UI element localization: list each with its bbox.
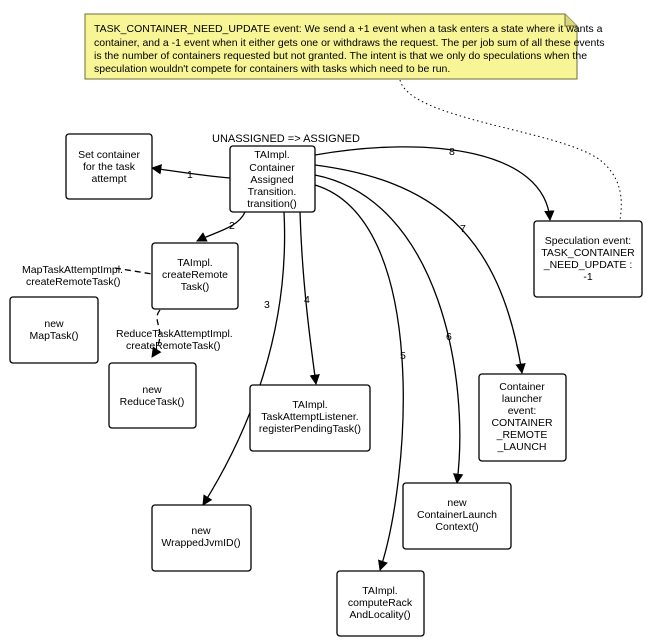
node-create-remote-line-2: createRemote: [162, 269, 228, 281]
note-line-2: container, and a -1 event when it either…: [94, 37, 605, 49]
node-transition-line-1: TAImpl.: [254, 149, 289, 161]
reduce-create-label-line-2: createRemoteTask(): [126, 340, 221, 352]
node-container-launcher-event-line-5: _REMOTE: [496, 429, 548, 441]
node-new-map-task: new MapTask(): [9, 296, 99, 364]
node-transition-line-3: Assigned: [250, 174, 293, 186]
edge-label-5: 5: [400, 350, 406, 362]
edge-7: [314, 164, 526, 375]
node-container-launcher-event-line-3: event:: [508, 405, 537, 417]
edge-4: [299, 211, 320, 386]
node-wrapped-jvm-id-line-1: new: [191, 525, 211, 537]
node-transition-line-4: Transition.: [248, 186, 297, 198]
node-new-reduce-task-line-2: ReduceTask(): [120, 396, 185, 408]
node-task-attempt-listener: TAImpl. TaskAttemptListener. registerPen…: [249, 384, 371, 452]
node-create-remote-line-3: Task(): [181, 281, 210, 293]
node-create-remote-line-1: TAImpl.: [177, 257, 212, 269]
node-container-launch-context-line-1: new: [447, 497, 467, 509]
node-new-reduce-task-line-1: new: [142, 384, 162, 396]
edge-label-2: 2: [229, 220, 235, 232]
map-create-label: MapTaskAttemptImpl. createRemoteTask(): [22, 264, 123, 288]
map-create-label-line-2: createRemoteTask(): [26, 276, 121, 288]
edge-label-7: 7: [460, 223, 466, 235]
node-wrapped-jvm-id-line-2: WrappedJvmID(): [161, 537, 240, 549]
node-set-container: Set container for the task attempt: [65, 133, 153, 200]
edge-5: [314, 184, 404, 571]
edge-label-1: 1: [187, 169, 193, 181]
node-transition: TAImpl. Container Assigned Transition. t…: [229, 145, 316, 213]
note-box: TASK_CONTAINER_NEED_UPDATE event: We sen…: [84, 13, 605, 80]
edge-1: [150, 164, 231, 179]
create-remote-to-reduce: [151, 309, 162, 358]
node-new-map-task-line-2: MapTask(): [29, 330, 78, 342]
node-container-launcher-event: Container launcher event: CONTAINER _REM…: [478, 373, 567, 462]
node-set-container-line-1: Set container: [78, 149, 140, 161]
node-container-launcher-event-line-4: CONTAINER: [491, 417, 552, 429]
node-wrapped-jvm-id: new WrappedJvmID(): [151, 504, 252, 572]
node-speculation-event-line-3: _NEED_UPDATE :: [543, 259, 633, 271]
edge-2: [196, 211, 246, 242]
node-create-remote: TAImpl. createRemote Task(): [151, 242, 239, 310]
node-speculation-event-line-2: TASK_CONTAINER: [541, 247, 635, 259]
node-speculation-event: Speculation event: TASK_CONTAINER _NEED_…: [533, 220, 643, 298]
edge-label-6: 6: [446, 331, 452, 343]
note-line-4: speculation wouldn't compete for contain…: [94, 63, 450, 75]
node-transition-line-2: Container: [249, 162, 295, 174]
reduce-create-label: ReduceTaskAttemptImpl. createRemoteTask(…: [116, 328, 233, 352]
node-transition-line-5: transition(): [247, 198, 297, 210]
edge-3: [202, 211, 286, 506]
node-task-attempt-listener-line-3: registerPendingTask(): [259, 423, 361, 435]
node-compute-rack-line-2: computeRack: [348, 597, 413, 609]
node-set-container-line-3: attempt: [91, 173, 126, 185]
node-container-launcher-event-line-2: launcher: [502, 393, 543, 405]
note-line-3: is the number of containers requested bu…: [94, 50, 587, 62]
edge-label-3: 3: [264, 299, 270, 311]
edge-label-4: 4: [304, 294, 310, 306]
node-compute-rack-line-1: TAImpl.: [362, 585, 397, 597]
node-container-launcher-event-line-6: _LAUNCH: [496, 441, 546, 453]
note-line-1: TASK_CONTAINER_NEED_UPDATE event: We sen…: [94, 23, 603, 35]
node-container-launch-context: new ContainerLaunch Context(): [402, 482, 512, 550]
note-connector: [399, 79, 622, 221]
node-speculation-event-line-4: -1: [583, 271, 592, 283]
node-task-attempt-listener-line-1: TAImpl.: [292, 399, 327, 411]
node-task-attempt-listener-line-2: TaskAttemptListener.: [261, 411, 358, 423]
edge-6: [314, 174, 464, 485]
node-set-container-line-2: for the task: [83, 161, 136, 173]
node-new-map-task-line-1: new: [44, 318, 64, 330]
edge-labels: 1 2 3 4 5 6 7 8: [187, 146, 466, 362]
node-container-launcher-event-line-1: Container: [499, 381, 545, 393]
node-container-launch-context-line-3: Context(): [435, 521, 478, 533]
edge-label-8: 8: [449, 146, 455, 158]
edges: [114, 146, 555, 571]
node-compute-rack: TAImpl. computeRack AndLocality(): [336, 570, 425, 637]
map-create-connector: [114, 267, 153, 275]
transition-title: UNASSIGNED => ASSIGNED: [212, 133, 360, 145]
node-new-reduce-task: new ReduceTask(): [108, 362, 197, 429]
map-create-label-line-1: MapTaskAttemptImpl.: [22, 264, 123, 276]
node-compute-rack-line-3: AndLocality(): [349, 609, 410, 621]
edge-8: [314, 146, 555, 222]
node-speculation-event-line-1: Speculation event:: [545, 235, 631, 247]
node-container-launch-context-line-2: ContainerLaunch: [417, 509, 497, 521]
reduce-create-label-line-1: ReduceTaskAttemptImpl.: [116, 328, 233, 340]
